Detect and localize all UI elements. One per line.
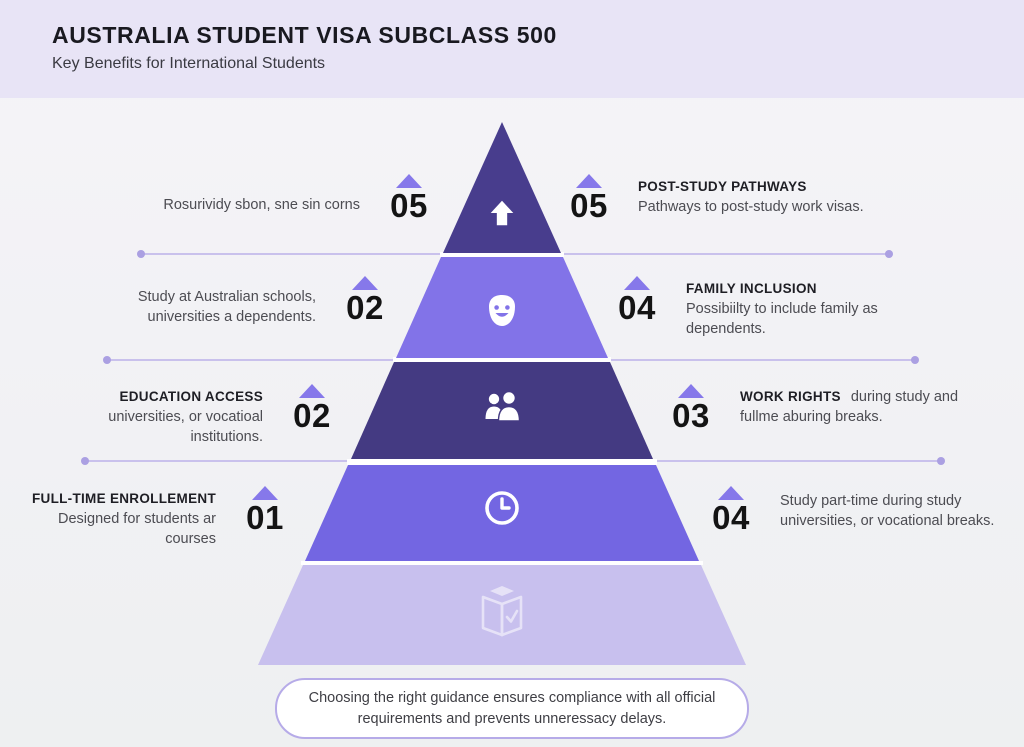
triangle-marker-icon [252,486,278,500]
line-dot [911,356,919,364]
benefit-item-left-3: EDUCATION ACCESS universities, or vocati… [95,384,339,448]
benefit-number: 05 [390,187,428,224]
benefit-heading: POST-STUDY PATHWAYS [638,179,807,194]
benefit-text: POST-STUDY PATHWAYS Pathways to post-stu… [638,178,888,224]
line-dot [81,457,89,465]
pyramid-tier-4 [305,465,699,561]
line-dot [137,250,145,258]
benefit-description: Possibiilty to include family as depende… [686,301,878,338]
benefit-item-right-1: 05 POST-STUDY PATHWAYS Pathways to post-… [562,174,888,224]
benefit-number: 02 [293,397,331,434]
benefit-item-right-2: 04 FAMILY INCLUSION Possibiilty to inclu… [610,276,886,340]
people-icon [482,388,522,429]
benefit-number-block: 02 [338,276,392,327]
triangle-marker-icon [299,384,325,398]
benefit-number-block: 03 [664,384,718,434]
benefit-number-block: 04 [704,486,758,536]
benefit-description: Pathways to post-study work visas. [638,199,864,216]
benefit-number: 02 [346,289,384,326]
footer-note-text: Choosing the right guidance ensures comp… [308,690,716,727]
benefit-heading: WORK RIGHTS [740,389,841,404]
benefit-number: 01 [246,499,284,536]
benefit-item-left-2: Study at Australian schools, universitie… [106,276,392,327]
benefit-text: Rosurividy sbon, sne sin corns [142,196,360,224]
triangle-marker-icon [624,276,650,290]
benefit-number-block: 05 [382,174,436,224]
benefit-description: Study part-time during study universitie… [780,493,995,529]
benefit-number: 04 [712,499,750,536]
benefit-description: Study at Australian schools, universitie… [137,289,316,325]
benefit-text: WORK RIGHTS during study and fullme abur… [740,388,966,434]
benefit-heading: EDUCATION ACCESS [119,389,263,404]
pyramid-diagram [258,122,746,665]
benefit-number-block: 01 [238,486,292,550]
tier-gap [347,459,657,465]
page-title: AUSTRALIA STUDENT VISA SUBCLASS 500 [52,22,557,48]
footer-note-box: Choosing the right guidance ensures comp… [275,678,749,740]
smiling-face-icon [484,292,520,335]
benefit-text: Study at Australian schools, universitie… [106,288,316,327]
header-band: AUSTRALIA STUDENT VISA SUBCLASS 500 Key … [0,0,1024,98]
benefit-text: FAMILY INCLUSION Possibiilty to include … [686,280,886,340]
benefit-item-right-4: 04 Study part-time during study universi… [704,486,996,536]
benefit-item-right-3: 03 WORK RIGHTS during study and fullme a… [664,384,966,434]
benefit-item-left-1: Rosurividy sbon, sne sin corns 05 [142,174,436,224]
triangle-marker-icon [352,276,378,290]
benefit-number-block: 02 [285,384,339,448]
triangle-marker-icon [576,174,602,188]
triangle-marker-icon [396,174,422,188]
benefit-number: 03 [672,397,710,434]
benefit-description: Designed for students ar courses [58,511,216,548]
benefit-description: universities, or vocatioal institutions. [108,409,263,446]
tier-gap [440,252,564,257]
arrow-up-icon [486,197,518,234]
benefit-heading: FULL-TIME ENROLLEMENT [31,491,216,506]
clock-icon [482,488,522,533]
line-dot [937,457,945,465]
benefit-number-block: 04 [610,276,664,340]
benefit-number: 04 [618,289,656,326]
benefit-description: Rosurividy sbon, sne sin corns [163,197,360,213]
benefit-text: EDUCATION ACCESS universities, or vocati… [95,388,263,448]
tier-gap [301,561,703,565]
benefit-number-block: 05 [562,174,616,224]
triangle-marker-icon [678,384,704,398]
page-subtitle: Key Benefits for International Students [52,55,326,72]
graduation-book-icon [473,580,531,647]
benefit-description: during study and fullme aburing breaks. [740,389,959,425]
benefit-text: FULL-TIME ENROLLEMENT Designed for stude… [20,490,216,550]
line-dot [103,356,111,364]
benefit-text: Study part-time during study universitie… [780,492,996,536]
benefit-item-left-4: FULL-TIME ENROLLEMENT Designed for stude… [20,486,292,550]
tier-gap [393,357,611,362]
line-dot [885,250,893,258]
benefit-heading: FAMILY INCLUSION [686,281,817,296]
triangle-marker-icon [718,486,744,500]
benefit-number: 05 [570,187,608,224]
